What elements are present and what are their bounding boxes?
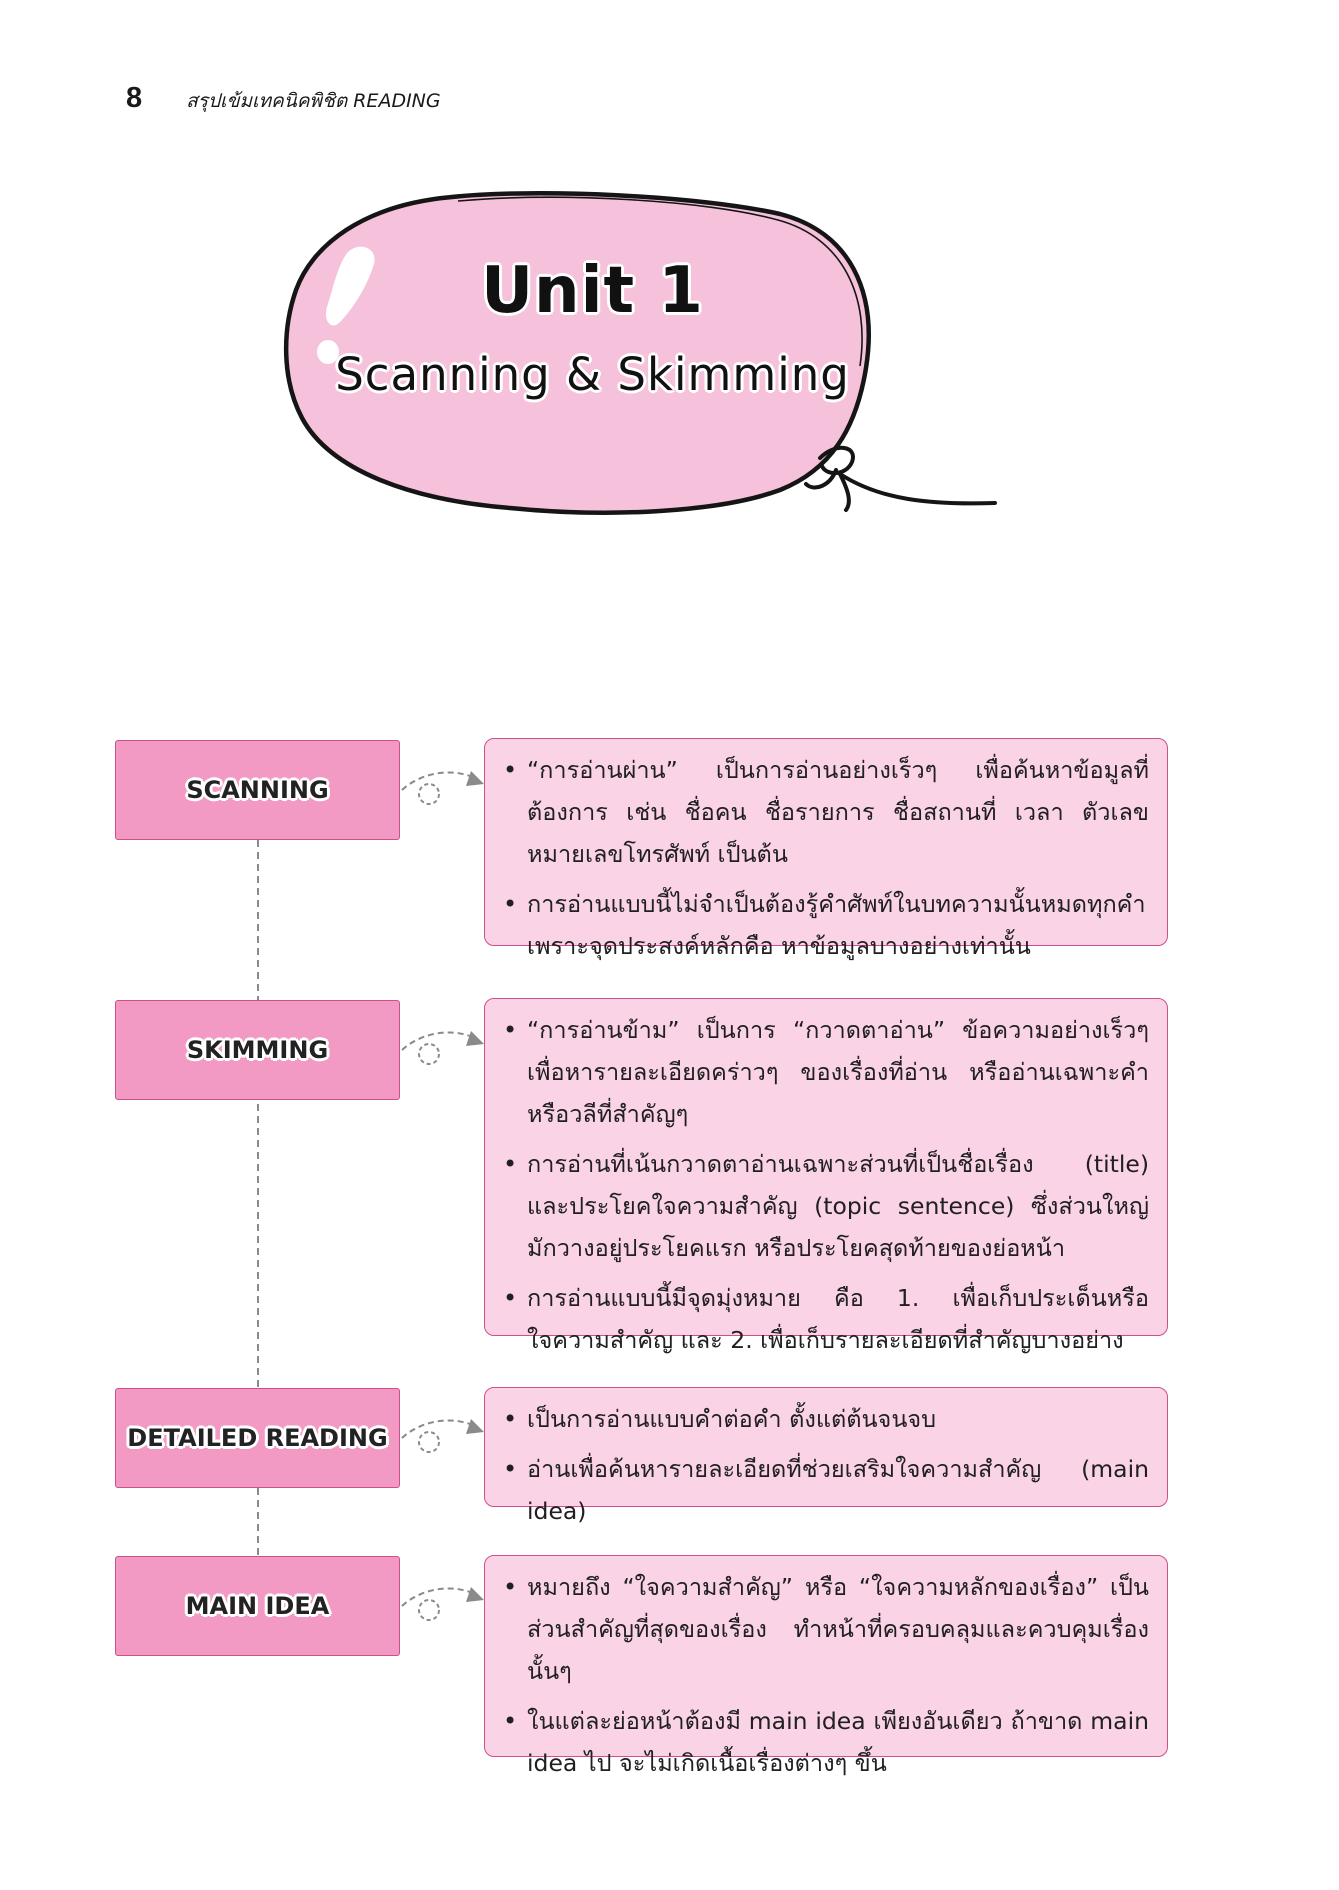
arrow-connector-detailed-reading <box>401 1419 484 1453</box>
term-scanning: SCANNING <box>115 740 400 840</box>
definition-box-detailed-reading: เป็นการอ่านแบบคำต่อคำ ตั้งแต่ต้นจนจบ อ่า… <box>484 1387 1168 1525</box>
list-item: ในแต่ละย่อหน้าต้องมี main idea เพียงอันเ… <box>503 1700 1149 1784</box>
arrow-connector-main-idea <box>401 1587 484 1621</box>
list-item: “การอ่านข้าม” เป็นการ “กวาดตาอ่าน” ข้อคว… <box>503 1009 1149 1135</box>
balloon-illustration <box>283 191 997 515</box>
balloon-highlight <box>325 246 375 326</box>
definition-box-scanning: “การอ่านผ่าน” เป็นการอ่านอย่างเร็วๆ เพื่… <box>484 738 1168 960</box>
balloon-outline-sketch <box>457 196 863 367</box>
list-item: หมายถึง “ใจความสำคัญ” หรือ “ใจความหลักขอ… <box>503 1566 1149 1692</box>
term-skimming: SKIMMING <box>115 1000 400 1100</box>
list-item: เป็นการอ่านแบบคำต่อคำ ตั้งแต่ต้นจนจบ <box>503 1398 1149 1440</box>
list-item: “การอ่านผ่าน” เป็นการอ่านอย่างเร็วๆ เพื่… <box>503 749 1149 875</box>
balloon-knot <box>804 446 855 512</box>
balloon-shape <box>283 191 871 515</box>
page-header: 8 สรุปเข้มเทคนิคพิชิต READING <box>126 82 441 116</box>
page-number: 8 <box>126 82 143 114</box>
book-title: สรุปเข้มเทคนิคพิชิต READING <box>186 90 441 112</box>
arrow-connector-scanning <box>401 771 484 805</box>
balloon-highlight-dot <box>317 340 339 364</box>
unit-number-title: Unit 1 <box>481 254 704 328</box>
term-detailed-reading: DETAILED READING <box>115 1388 400 1488</box>
list-item: การอ่านแบบนี้ไม่จำเป็นต้องรู้คำศัพท์ในบท… <box>503 883 1149 967</box>
list-item: การอ่านที่เน้นกวาดตาอ่านเฉพาะส่วนที่เป็น… <box>503 1143 1149 1269</box>
list-item: อ่านเพื่อค้นหารายละเอียดที่ช่วยเสริมใจคว… <box>503 1448 1149 1532</box>
balloon-string <box>838 472 997 506</box>
unit-subtitle: Scanning & Skimming <box>335 348 850 401</box>
arrow-connector-skimming <box>401 1031 484 1065</box>
term-main-idea: MAIN IDEA <box>115 1556 400 1656</box>
list-item: การอ่านแบบนี้มีจุดมุ่งหมาย คือ 1. เพื่อเ… <box>503 1277 1149 1361</box>
definition-box-skimming: “การอ่านข้าม” เป็นการ “กวาดตาอ่าน” ข้อคว… <box>484 998 1168 1354</box>
definition-box-main-idea: หมายถึง “ใจความสำคัญ” หรือ “ใจความหลักขอ… <box>484 1555 1168 1777</box>
